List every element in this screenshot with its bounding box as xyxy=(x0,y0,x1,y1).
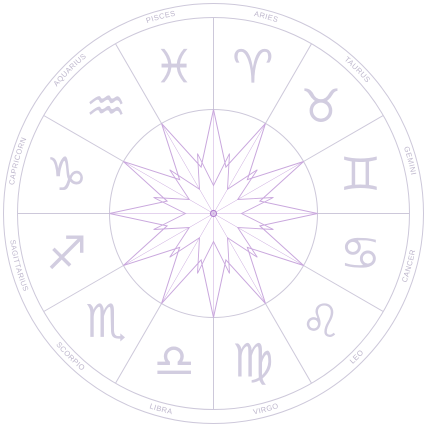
star-ray xyxy=(123,213,214,266)
star-ray xyxy=(213,123,266,214)
gemini-symbol-icon: ♊ xyxy=(340,147,381,201)
leo-label: LEO xyxy=(348,348,366,366)
sector-divider xyxy=(43,265,124,312)
sector-divider xyxy=(265,43,312,124)
star-ray xyxy=(213,213,266,304)
sector-divider xyxy=(303,115,384,162)
sector-divider xyxy=(115,43,162,124)
sign-symbols: ♈ ♉ ♊ ♋ ♌ ♍ ♎ ♏ ♐ ♑ ♒ ♓ xyxy=(46,40,381,388)
sector-dividers xyxy=(17,17,410,410)
sign-labels: ARIESTAURUSGEMINICANCERLEOVIRGOLIBRASCOR… xyxy=(7,9,418,417)
star-ray xyxy=(213,213,304,266)
virgo-symbol-icon: ♍ xyxy=(232,333,273,387)
star-ray xyxy=(213,161,304,214)
pisces-symbol-icon: ♓ xyxy=(154,40,195,94)
star-ray xyxy=(123,161,214,214)
sector-divider xyxy=(265,303,312,384)
leo-symbol-icon: ♌ xyxy=(300,294,341,348)
pisces-label: PISCES xyxy=(145,9,177,26)
star-inner xyxy=(153,153,274,274)
star-center xyxy=(209,209,218,218)
taurus-symbol-icon: ♉ xyxy=(300,79,341,133)
sector-divider xyxy=(43,115,124,162)
star-ray xyxy=(161,123,214,214)
sector-divider xyxy=(115,303,162,384)
sagittarius-label: SAGITTARIUS xyxy=(8,239,30,293)
central-star xyxy=(109,109,318,318)
aquarius-label: AQUARIUS xyxy=(51,51,88,88)
aries-symbol-icon: ♈ xyxy=(232,40,273,94)
sagittarius-symbol-icon: ♐ xyxy=(46,226,87,280)
cancer-symbol-icon: ♋ xyxy=(340,226,381,280)
scorpio-symbol-icon: ♏ xyxy=(85,294,126,348)
outer-ring xyxy=(3,3,424,424)
capricorn-symbol-icon: ♑ xyxy=(46,147,87,201)
aquarius-symbol-icon: ♒ xyxy=(85,79,126,133)
sector-divider xyxy=(303,265,384,312)
libra-symbol-icon: ♎ xyxy=(154,333,195,387)
star-ray xyxy=(161,213,214,304)
